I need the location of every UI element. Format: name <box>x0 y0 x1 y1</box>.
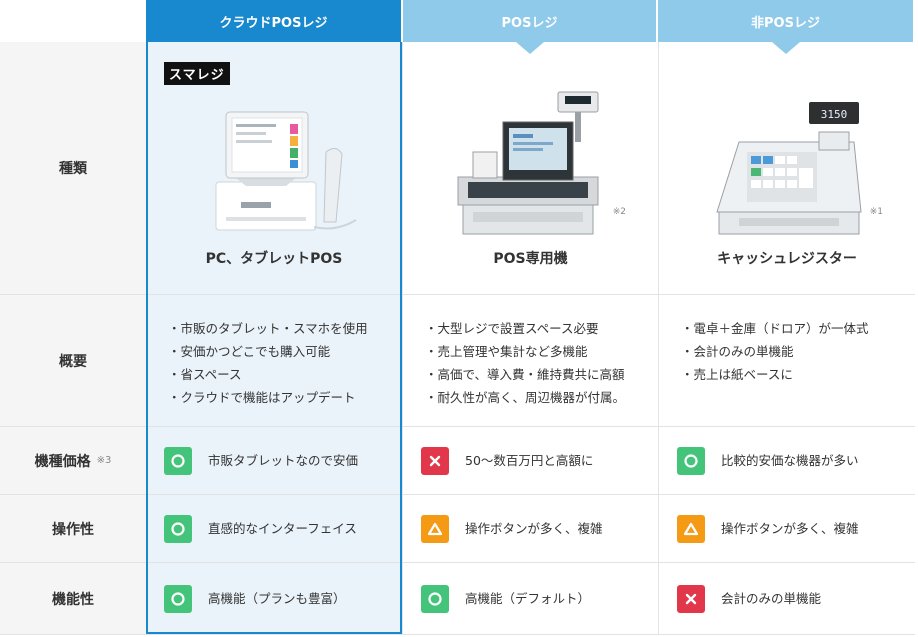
product-name: POS専用機 <box>493 251 568 267</box>
product-footnote: ※1 <box>869 207 883 217</box>
overview-list: ・電卓＋金庫（ドロア）が一体式 ・会計のみの単機能 ・売上は紙ベースに <box>681 317 869 386</box>
header-non-pos: 非POSレジ <box>658 0 913 54</box>
usability-cell-non-pos: 操作ボタンが多く、複雑 <box>658 495 915 563</box>
circle-icon <box>421 584 449 613</box>
overview-cell-cloud-pos: ・市販のタブレット・スマホを使用 ・安価かつどこでも購入可能 ・省スペース ・ク… <box>146 295 402 427</box>
triangle-icon <box>421 514 449 543</box>
circle-icon <box>677 446 705 475</box>
overview-item: ・市販のタブレット・スマホを使用 <box>168 321 368 336</box>
header-cloud-pos-label: クラウドPOSレジ <box>219 15 328 31</box>
overview-cell-pos: ・大型レジで設置スペース必要 ・売上管理や集計など多機能 ・高価で、導入費・維持… <box>402 295 658 427</box>
functionality-cell-pos: 高機能（デフォルト） <box>402 563 658 635</box>
row-label-functionality: 機能性 <box>0 563 146 635</box>
row-label-text: 操作性 <box>52 521 94 538</box>
overview-item: ・耐久性が高く、周辺機器が付属。 <box>425 390 626 405</box>
rating-text: 直感的なインターフェイス <box>208 520 357 536</box>
overview-list: ・市販のタブレット・スマホを使用 ・安価かつどこでも購入可能 ・省スペース ・ク… <box>168 317 368 409</box>
overview-item: ・大型レジで設置スペース必要 <box>425 321 599 336</box>
rating-text: 会計のみの単機能 <box>721 590 822 606</box>
overview-cell-non-pos: ・電卓＋金庫（ドロア）が一体式 ・会計のみの単機能 ・売上は紙ベースに <box>658 295 915 427</box>
product-name: PC、タブレットPOS <box>205 251 343 267</box>
rating-text: 高機能（デフォルト） <box>465 590 591 606</box>
overview-item: ・売上管理や集計など多機能 <box>425 344 588 359</box>
rating-text: 高機能（プランも豊富） <box>208 590 346 606</box>
price-cell-cloud-pos: 市販タブレットなので安価 <box>146 427 402 495</box>
rating-text: 50～数百万円と高額に <box>465 452 594 468</box>
circle-icon <box>164 514 192 543</box>
overview-item: ・会計のみの単機能 <box>681 344 794 359</box>
product-name: キャッシュレジスター <box>717 251 857 267</box>
header-non-pos-label: 非POSレジ <box>751 15 820 31</box>
cross-icon <box>421 446 449 475</box>
rating-text: 市販タブレットなので安価 <box>208 452 359 468</box>
circle-icon <box>164 446 192 475</box>
cash-register-image: 3150 <box>716 102 862 235</box>
header-pos-label: POSレジ <box>501 15 558 31</box>
row-label-type: 種類 <box>0 42 146 295</box>
overview-item: ・省スペース <box>168 367 242 382</box>
price-cell-pos: 50～数百万円と高額に <box>402 427 658 495</box>
price-cell-non-pos: 比較的安価な機器が多い <box>658 427 915 495</box>
overview-item: ・売上は紙ベースに <box>681 367 793 382</box>
row-label-price: 機種価格 ※3 <box>0 427 146 495</box>
product-cell-pos: ※2 POS専用機 <box>402 42 658 295</box>
product-footnote: ※2 <box>612 207 626 217</box>
header-arrow <box>771 42 800 54</box>
rating-text: 操作ボタンが多く、複雑 <box>721 520 859 536</box>
usability-cell-cloud-pos: 直感的なインターフェイス <box>146 495 402 563</box>
row-label-text: 機能性 <box>52 591 94 608</box>
overview-item: ・電卓＋金庫（ドロア）が一体式 <box>681 321 869 336</box>
row-label-overview: 概要 <box>0 295 146 427</box>
register-display: 3150 <box>821 108 848 121</box>
header-cloud-pos: クラウドPOSレジ <box>146 0 401 54</box>
cross-icon <box>677 584 705 613</box>
functionality-cell-non-pos: 会計のみの単機能 <box>658 563 915 635</box>
pos-terminal-image <box>457 91 599 235</box>
usability-cell-pos: 操作ボタンが多く、複雑 <box>402 495 658 563</box>
row-label-usability: 操作性 <box>0 495 146 563</box>
row-label-text: 種類 <box>59 161 87 177</box>
overview-item: ・安価かつどこでも購入可能 <box>168 344 331 359</box>
row-label-text: 概要 <box>59 353 87 370</box>
row-label-note: ※3 <box>96 455 112 466</box>
header-arrow <box>515 42 544 54</box>
rating-text: 比較的安価な機器が多い <box>721 452 859 468</box>
overview-list: ・大型レジで設置スペース必要 ・売上管理や集計など多機能 ・高価で、導入費・維持… <box>425 317 625 409</box>
product-cell-non-pos: 3150 ※1 キャッシュレジスター <box>658 42 915 295</box>
product-cell-cloud-pos: スマレジ PC、タブレットPOS <box>146 42 402 295</box>
brand-logo: スマレジ <box>164 62 230 85</box>
functionality-cell-cloud-pos: 高機能（プランも豊富） <box>146 563 402 635</box>
triangle-icon <box>677 514 705 543</box>
rating-text: 操作ボタンが多く、複雑 <box>465 520 603 536</box>
circle-icon <box>164 584 192 613</box>
overview-item: ・クラウドで機能はアップデート <box>168 390 356 405</box>
row-label-text: 機種価格 <box>34 453 91 470</box>
overview-item: ・高価で、導入費・維持費共に高額 <box>425 367 625 382</box>
header-pos: POSレジ <box>403 0 656 54</box>
tablet-pos-image <box>215 111 357 231</box>
